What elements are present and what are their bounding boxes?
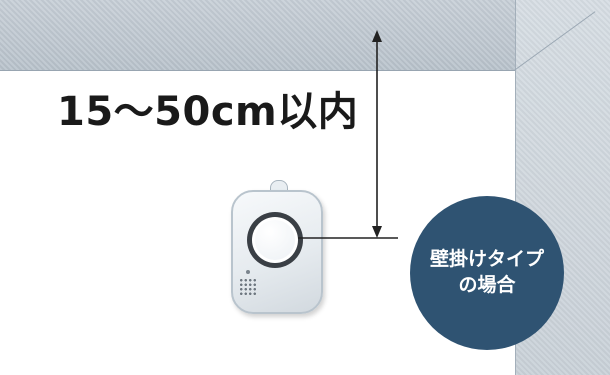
badge-line-2: の場合 (458, 274, 516, 296)
ceiling (0, 0, 610, 71)
wall-mounted-alarm-icon (231, 190, 323, 314)
speaker-grille-icon (239, 278, 257, 296)
led-indicator-icon (246, 270, 250, 274)
badge-line-1: 壁掛けタイプ (429, 248, 544, 271)
distance-label: 15～50cm以内 (57, 89, 359, 135)
sensor-ring-icon (247, 212, 303, 268)
wall-mount-type-badge: 壁掛けタイプ の場合 (410, 196, 564, 350)
arrow-head-top-icon (372, 30, 382, 42)
arrow-head-bottom-icon (372, 226, 382, 238)
